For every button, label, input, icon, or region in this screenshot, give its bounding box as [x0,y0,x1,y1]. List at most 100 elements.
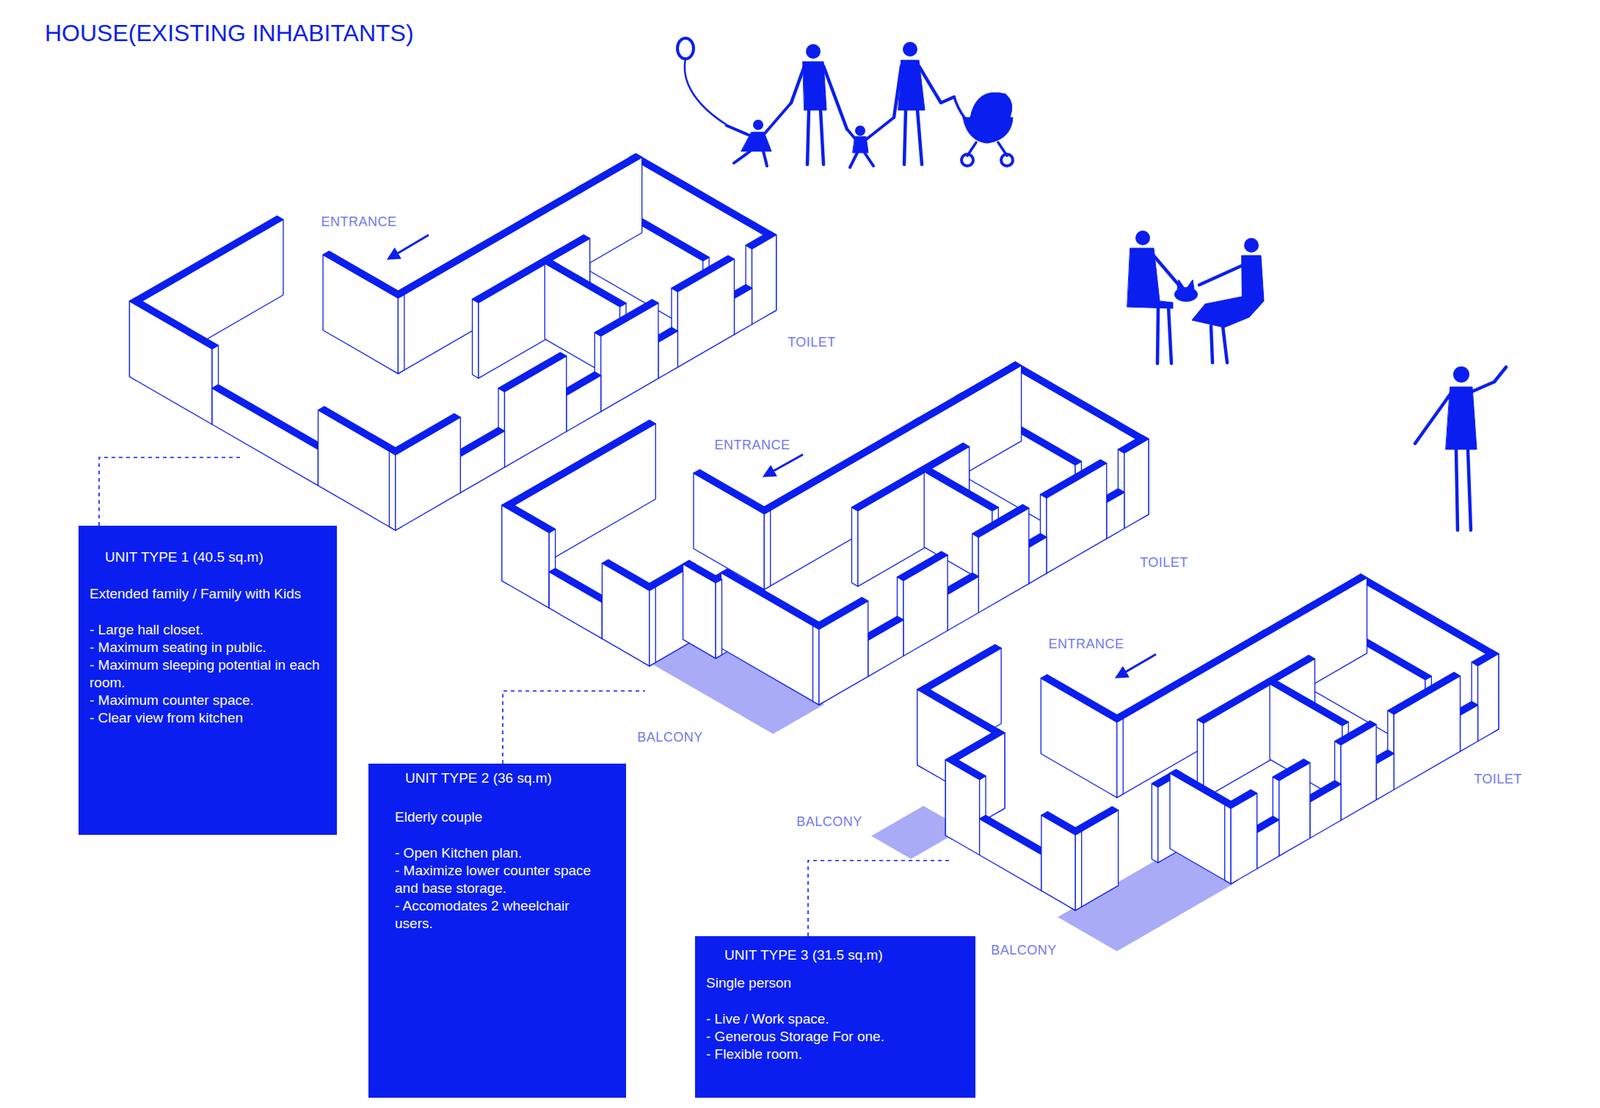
wall-top [896,551,948,581]
unit-info-box: UNIT TYPE 2 (36 sq.m)Elderly couple- Ope… [368,763,627,1098]
wall-block [1041,811,1082,910]
figure-head [1244,237,1259,253]
room-label: ENTRANCE [320,214,397,229]
unit-heading: UNIT TYPE 3 (31.5 sq.m) [724,946,974,964]
wall-top [671,255,734,292]
wall-top [1224,789,1258,809]
wall-top [1040,674,1123,723]
wall-side-face [813,625,820,705]
wall-top [683,560,723,583]
figure-limbs [1199,264,1245,363]
wall-block [979,814,1049,891]
figure-limbs [791,66,847,165]
room-label: TOILET [1473,771,1523,787]
wall-top [498,352,567,392]
wall-top [454,427,505,457]
wall-block [454,427,505,493]
wall-block [671,255,734,367]
wall-top [1009,361,1149,443]
unit-info-box: UNIT TYPE 1 (40.5 sq.m)Extended family /… [78,525,337,835]
wall-top [544,259,627,307]
unit-plan [871,573,1499,952]
leader-line [99,457,240,526]
room-label: BALCONY [637,729,704,745]
feature-item: - Live / Work space. [706,1009,956,1028]
wall-top [720,568,825,629]
wall-top [1041,811,1082,835]
feature-item: - Large hall closet. [89,620,326,639]
wall-top [979,814,1049,855]
figure-head [855,125,866,136]
feature-item: - Maximum seating in public. [89,638,326,657]
entrance-arrow [1117,653,1156,677]
wall-block [1224,789,1258,884]
figure-body [1127,248,1173,309]
wall-top [1269,679,1349,726]
unit-heading: UNIT TYPE 1 (40.5 sq.m) [104,548,337,566]
wall-block [683,560,723,658]
wall-top [1471,649,1499,665]
figure-head [805,44,821,59]
figure-limbs [1415,366,1507,530]
wall-top [1040,459,1107,498]
wall-front-face [397,294,404,374]
inhabitant-figures [677,38,1507,530]
wall-block [129,297,218,425]
unit-info-box: UNIT TYPE 3 (31.5 sq.m)Single person- Li… [695,935,976,1098]
wall-top [917,685,1005,737]
wall-front-face [649,586,656,666]
wall-front-face [1117,718,1123,798]
figure-limbs [847,117,894,168]
wall-top [813,597,869,629]
entrance-arrows [388,234,1156,677]
wall-side-face [472,298,479,378]
wall-front-face [819,600,869,704]
wall-top [388,413,461,455]
wall-side-face [720,572,820,705]
wall-top [212,384,325,450]
balloon [677,38,694,59]
wall-top [745,231,777,249]
feature-item: - Maximize lower counter space and base … [394,861,601,897]
wall-top [548,568,609,603]
wall-block [1040,459,1107,574]
leader-line [502,690,646,764]
figure-limbs [893,66,955,165]
wall-block [1040,674,1123,798]
wall-side-face [1151,783,1158,863]
wall-top [924,467,999,511]
stroller-canopy [970,92,1013,118]
wall-block [601,559,656,666]
wall-top [502,419,656,509]
entrance-arrow [388,234,429,259]
wall-top [1335,720,1377,745]
wall-top [1272,758,1311,781]
wall-front-face [752,234,777,325]
figure-head [753,119,764,130]
wall-block [1069,805,1119,910]
wall-top [594,299,659,337]
wall-block [317,406,402,531]
leader-line [808,860,949,936]
figure-limbs [726,102,792,166]
feature-item: - Clear view from kitchen [89,708,326,727]
wall-front-face [1075,830,1082,911]
wall-front-face [1124,438,1149,529]
wall-top [1169,769,1237,809]
wall-top [972,504,1029,537]
wall-side-face [502,504,549,608]
wall-top [693,468,771,514]
room-label: BALCONY [990,942,1057,958]
wall-block [502,501,556,608]
figure-head [1135,230,1151,246]
wall-top [917,644,1002,693]
wall-top [945,755,986,780]
wall-top [758,361,1022,514]
wall-top [1387,672,1461,715]
unit-plan [129,153,776,530]
room-label: BALCONY [796,813,863,829]
room-label: TOILET [787,334,836,350]
wall-top [1117,435,1149,453]
wall-front-face [1478,653,1499,741]
